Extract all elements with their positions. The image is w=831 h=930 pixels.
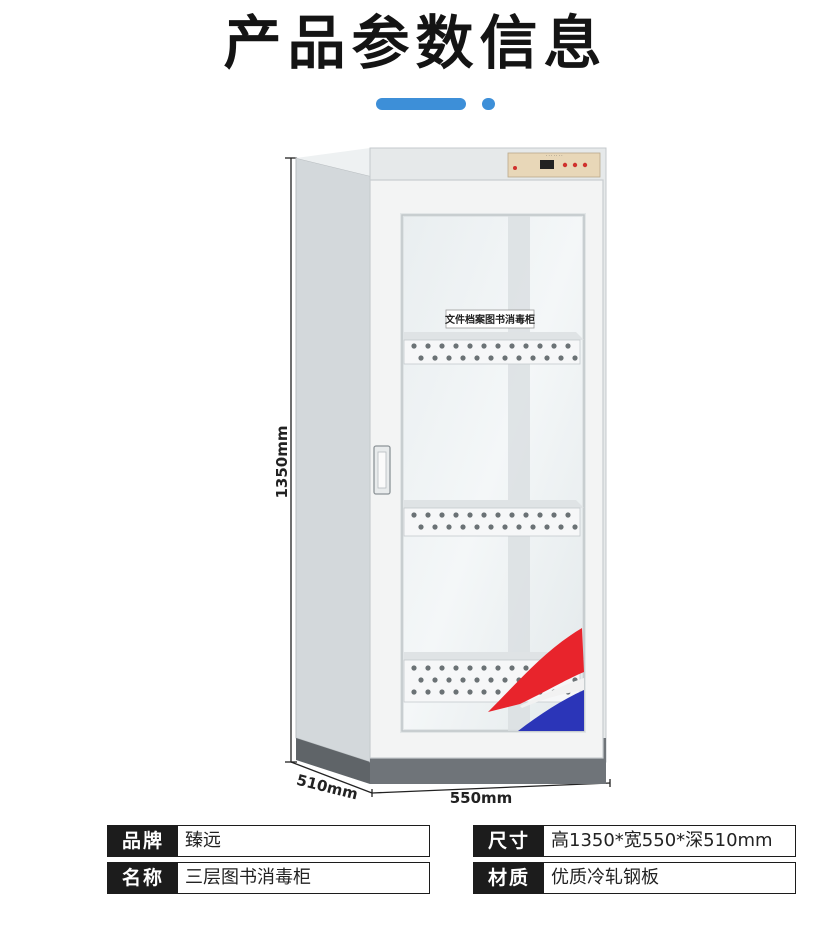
spec-label-name: 名称 xyxy=(108,863,178,893)
shelf-hole xyxy=(523,343,529,349)
shelf-hole xyxy=(453,343,459,349)
shelf-hole xyxy=(495,512,501,518)
shelf-hole xyxy=(418,524,424,530)
shelf-top xyxy=(403,332,584,365)
spec-label-size: 尺寸 xyxy=(474,826,544,856)
shelf-hole xyxy=(530,355,536,361)
shelf-hole xyxy=(460,677,466,683)
shelf-hole xyxy=(425,665,431,671)
shelf-hole xyxy=(474,355,480,361)
shelf-hole xyxy=(425,689,431,695)
shelf-hole xyxy=(572,355,578,361)
shelf-middle xyxy=(403,500,584,537)
shelf-hole xyxy=(509,512,515,518)
spec-value-name: 三层图书消毒柜 xyxy=(185,867,311,888)
spec-row-material: 材质 优质冷轧钢板 xyxy=(473,862,796,894)
cabinet-label: 文件档案图书消毒柜 xyxy=(445,313,535,326)
glass-panel xyxy=(401,214,585,732)
spec-value-size: 高1350*宽550*深510mm xyxy=(551,830,773,851)
height-dimension-label: 1350mm xyxy=(273,425,291,498)
shelf-hole xyxy=(544,524,550,530)
shelf-hole xyxy=(439,689,445,695)
shelf-hole xyxy=(481,665,487,671)
shelf-hole xyxy=(558,355,564,361)
shelf-hole xyxy=(481,512,487,518)
spec-row-brand: 品牌 臻远 xyxy=(107,825,430,857)
page-title: 产品参数信息 xyxy=(223,9,608,77)
shelf-hole xyxy=(474,677,480,683)
shelf-hole xyxy=(446,677,452,683)
shelf-hole xyxy=(495,343,501,349)
shelf-hole xyxy=(516,524,522,530)
shelf-hole xyxy=(474,524,480,530)
shelf-hole xyxy=(411,343,417,349)
dimension-lines xyxy=(285,157,611,797)
flame-graphic xyxy=(488,628,584,731)
width-dimension-label: 550mm xyxy=(450,789,513,807)
svg-text:· · · · · · ·: · · · · · · · xyxy=(546,153,563,158)
shelf-hole xyxy=(467,689,473,695)
shelf-hole xyxy=(418,677,424,683)
shelf-hole xyxy=(488,355,494,361)
shelf-hole xyxy=(502,677,508,683)
shelf-hole xyxy=(432,355,438,361)
spec-value-material: 优质冷轧钢板 xyxy=(551,867,659,888)
shelf-hole xyxy=(432,677,438,683)
shelf-hole xyxy=(439,665,445,671)
shelf-hole xyxy=(572,524,578,530)
shelf-hole xyxy=(565,343,571,349)
spec-label-brand: 品牌 xyxy=(108,826,178,856)
shelf-hole xyxy=(509,665,515,671)
shelf-hole xyxy=(453,665,459,671)
shelf-hole xyxy=(453,512,459,518)
shelf-hole xyxy=(523,512,529,518)
shelf-hole xyxy=(460,524,466,530)
shelf-hole xyxy=(432,524,438,530)
shelf-hole xyxy=(551,343,557,349)
shelf-hole xyxy=(502,524,508,530)
shelf-hole xyxy=(516,355,522,361)
shelf-hole xyxy=(411,665,417,671)
shelf-hole xyxy=(530,524,536,530)
shelf-hole xyxy=(481,343,487,349)
spec-row-size: 尺寸 高1350*宽550*深510mm xyxy=(473,825,796,857)
product-image: · · · · · · · 文件档案图书消毒柜 1350mm 510mm 550… xyxy=(273,147,611,807)
shelf-hole xyxy=(565,512,571,518)
shelf-hole xyxy=(481,689,487,695)
shelf-hole xyxy=(411,512,417,518)
shelf-hole xyxy=(425,343,431,349)
shelf-hole xyxy=(558,524,564,530)
spec-row-name: 名称 三层图书消毒柜 xyxy=(107,862,430,894)
shelf-hole xyxy=(453,689,459,695)
shelf-hole xyxy=(467,665,473,671)
shelf-hole xyxy=(488,677,494,683)
shelf-hole xyxy=(467,512,473,518)
shelf-hole xyxy=(446,524,452,530)
cabinet-label-plate xyxy=(445,309,535,329)
cabinet-side xyxy=(295,157,371,763)
shelf-hole xyxy=(418,355,424,361)
title-underline-bar xyxy=(376,98,466,110)
shelf-hole xyxy=(551,512,557,518)
shelf-hole xyxy=(537,512,543,518)
shelf-hole xyxy=(495,665,501,671)
shelf-hole xyxy=(467,343,473,349)
shelf-hole xyxy=(411,689,417,695)
spec-label-material: 材质 xyxy=(474,863,544,893)
shelf-hole xyxy=(460,355,466,361)
shelf-hole xyxy=(537,343,543,349)
shelf-hole xyxy=(544,355,550,361)
spec-value-brand: 臻远 xyxy=(185,830,221,851)
shelf-hole xyxy=(439,343,445,349)
shelf-hole xyxy=(495,689,501,695)
shelf-hole xyxy=(439,512,445,518)
shelf-hole xyxy=(446,355,452,361)
shelf-hole xyxy=(425,512,431,518)
title-underline-dot xyxy=(482,98,495,110)
shelf-hole xyxy=(509,343,515,349)
shelf-hole xyxy=(488,524,494,530)
shelf-hole xyxy=(502,355,508,361)
shelf-hole xyxy=(523,665,529,671)
